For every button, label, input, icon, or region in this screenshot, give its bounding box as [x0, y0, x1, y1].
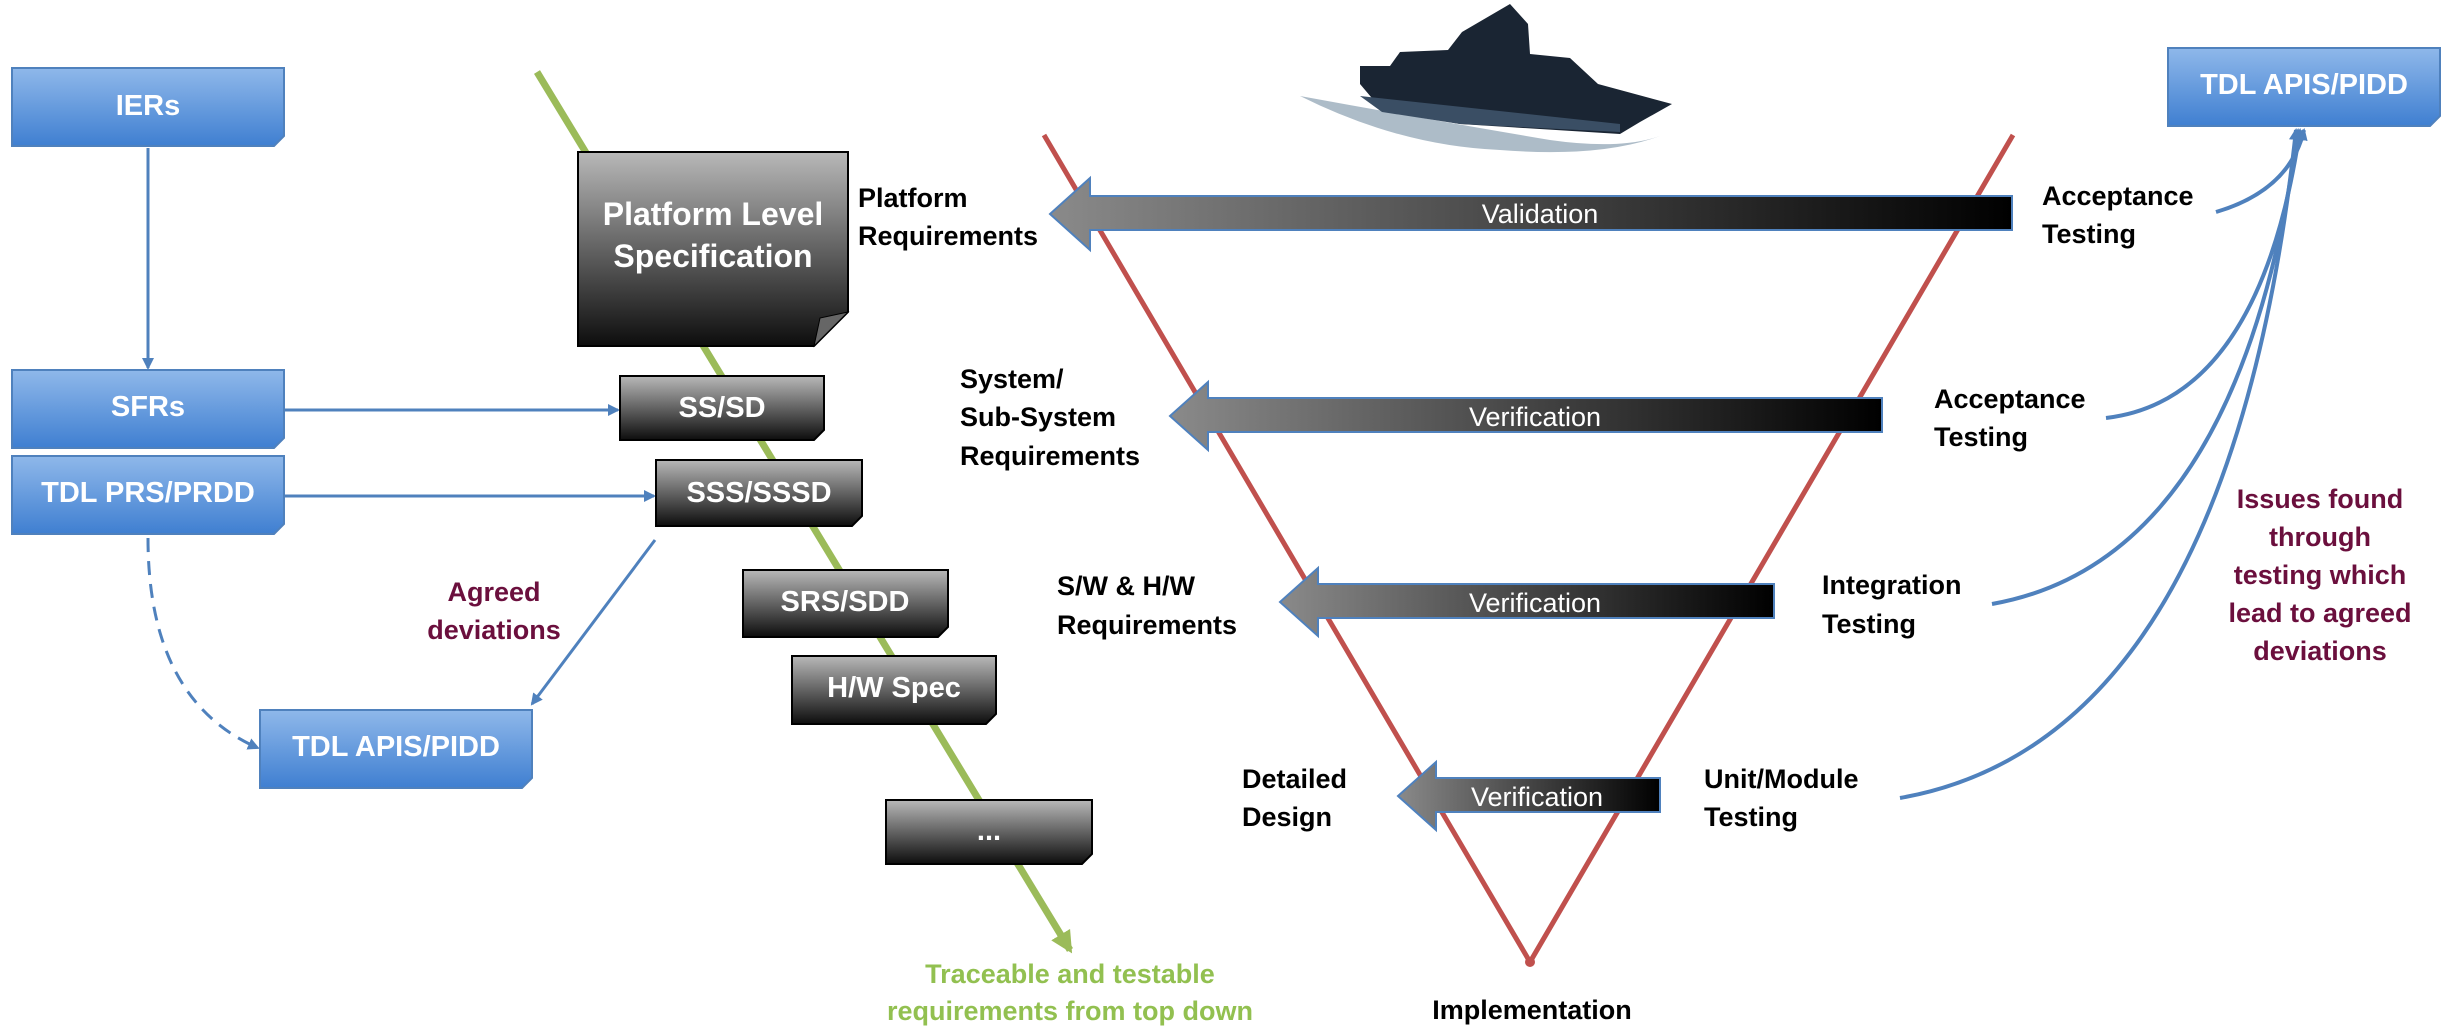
unit-line1: Unit/Module [1704, 764, 1858, 794]
acceptance-1-line1: Acceptance [2042, 181, 2194, 211]
hw-spec-label: H/W Spec [827, 672, 961, 704]
tdl-apis-left-box: TDL APIS/PIDD [259, 709, 533, 789]
verification-2-label: Verification [1469, 588, 1601, 618]
platform-spec-line1: Platform Level [603, 196, 824, 232]
iers-box: IERs [11, 67, 285, 147]
agreed-deviations-line2: deviations [427, 615, 561, 645]
system-req-line3: Requirements [960, 441, 1140, 471]
issues-note-line4: lead to agreed [2228, 598, 2411, 628]
srs-sdd-box: SRS/SDD [742, 569, 949, 638]
sw-hw-req-line2: Requirements [1057, 610, 1237, 640]
feedback-curve-acceptance-1 [2215, 128, 2308, 214]
more-specs-box: ... [885, 799, 1093, 865]
traceable-caption-line2: requirements from top down [887, 996, 1253, 1026]
v-vertex [1525, 957, 1535, 967]
prs-to-apis-dashed-arrow [146, 537, 260, 750]
issues-note-line2: through [2269, 522, 2371, 552]
unit-line2: Testing [1704, 802, 1798, 832]
ship-icon [1300, 4, 1672, 153]
acceptance-2-line1: Acceptance [1934, 384, 2086, 414]
issues-note-line1: Issues found [2237, 484, 2404, 514]
sss-sssd-label: SSS/SSSD [686, 477, 831, 509]
iers-label: IERs [116, 90, 180, 122]
system-req-line2: Sub-System [960, 402, 1116, 432]
traceable-caption-line1: Traceable and testable [925, 959, 1215, 989]
detailed-design-line2: Design [1242, 802, 1332, 832]
sssd-to-apis-arrow [530, 539, 657, 706]
platform-spec-line2: Specification [613, 238, 812, 274]
feedback-curve-integration [1991, 128, 2303, 606]
tdl-prs-label: TDL PRS/PRDD [41, 477, 255, 509]
tdl-apis-left-label: TDL APIS/PIDD [292, 731, 500, 763]
tdl-apis-right-label: TDL APIS/PIDD [2200, 69, 2408, 101]
sfrs-box: SFRs [11, 369, 285, 449]
platform-req-line1: Platform [858, 183, 968, 213]
more-specs-label: ... [977, 815, 1001, 847]
sss-sssd-box: SSS/SSSD [655, 459, 863, 527]
acceptance-1-line2: Testing [2042, 219, 2136, 249]
agreed-deviations-line1: Agreed [447, 577, 540, 607]
implementation-label: Implementation [1432, 995, 1632, 1025]
srs-sdd-label: SRS/SDD [781, 586, 910, 618]
platform-spec-box: Platform Level Specification [577, 151, 850, 348]
ss-sd-label: SS/SD [678, 392, 765, 424]
tdl-prs-box: TDL PRS/PRDD [11, 455, 285, 535]
hw-spec-box: H/W Spec [791, 655, 997, 725]
tdl-apis-right-box: TDL APIS/PIDD [2167, 47, 2441, 127]
sw-hw-req-line1: S/W & H/W [1057, 571, 1195, 601]
verification-arrow-3: Verification [1396, 759, 1661, 833]
issues-note-line3: testing which [2234, 560, 2407, 590]
validation-label: Validation [1482, 199, 1599, 229]
acceptance-2-line2: Testing [1934, 422, 2028, 452]
verification-3-label: Verification [1471, 782, 1603, 812]
integration-line1: Integration [1822, 570, 1962, 600]
detailed-design-line1: Detailed [1242, 764, 1347, 794]
ss-sd-box: SS/SD [619, 375, 825, 441]
issues-note-line5: deviations [2253, 636, 2387, 666]
integration-line2: Testing [1822, 609, 1916, 639]
sfrs-label: SFRs [111, 391, 185, 423]
platform-req-line2: Requirements [858, 221, 1038, 251]
feedback-curve-unit [1899, 128, 2301, 800]
verification-arrow-2: Verification [1278, 565, 1775, 639]
v-model-lines [1041, 133, 2016, 967]
validation-arrow: Validation [1048, 175, 2013, 253]
verification-arrow-1: Verification [1168, 379, 1883, 453]
system-req-line1: System/ [960, 364, 1064, 394]
verification-1-label: Verification [1469, 402, 1601, 432]
